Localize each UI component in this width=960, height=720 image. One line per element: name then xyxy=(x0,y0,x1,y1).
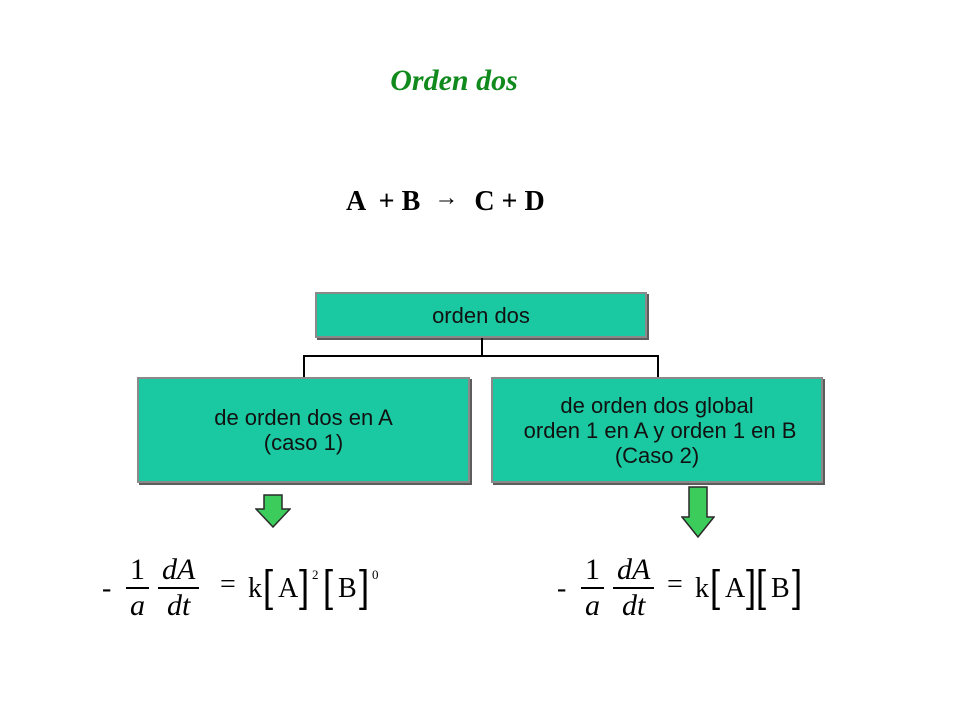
eq1-bracket-open-1: [ xyxy=(262,561,276,615)
eq2-bracket-open-1: [ xyxy=(709,561,723,615)
case2-line3: (Caso 2) xyxy=(614,442,700,468)
reaction-reactants: A + B xyxy=(346,185,421,217)
rate-equation-case2: - 1 a dA dt = k [ A ] [ B ] xyxy=(555,555,855,625)
eq1-fraction-dA-dt: dA dt xyxy=(158,553,200,622)
eq1-equals: = xyxy=(220,569,236,600)
eq1-fraction-1-over-a: 1 a xyxy=(126,555,149,621)
eq1-exponent2: 0 xyxy=(372,567,379,582)
eq1-bracket-close-2: ] xyxy=(356,561,370,615)
eq2-bracket-close-1: ] xyxy=(743,561,757,615)
eq1-frac2-num: dA xyxy=(162,553,196,586)
case2-line2: orden 1 en A y orden 1 en B xyxy=(517,417,797,443)
eq2-species2: B xyxy=(771,573,790,604)
tree-root-label: orden dos xyxy=(432,302,530,328)
eq2-fraction-1-over-a: 1 a xyxy=(581,555,604,621)
page-title: Orden dos xyxy=(390,64,518,97)
eq2-bracket-open-2: [ xyxy=(755,561,769,615)
case1-box: de orden dos en A (caso 1) xyxy=(137,377,470,483)
eq1-bracket-open-2: [ xyxy=(322,561,336,615)
eq2-frac1-num: 1 xyxy=(585,553,600,586)
reaction-products: C + D xyxy=(474,185,545,217)
eq1-frac1-num: 1 xyxy=(130,553,145,586)
eq1-k: k xyxy=(248,573,262,604)
eq2-k: k xyxy=(695,573,709,604)
eq2-fraction-dA-dt: dA dt xyxy=(613,553,655,622)
eq2-equals: = xyxy=(667,569,683,600)
eq1-minus: - xyxy=(102,573,112,604)
connector-right xyxy=(657,355,659,377)
case1-line2: (caso 1) xyxy=(263,430,344,455)
rate-equation-case1: - 1 a dA dt = k [ A ] 2 [ B ] 0 xyxy=(100,555,420,625)
case1-line1: de orden dos en A xyxy=(214,405,393,430)
eq1-species2: B xyxy=(338,573,357,604)
eq1-exponent1: 2 xyxy=(312,567,319,582)
eq1-species1: A xyxy=(278,573,299,604)
eq2-frac2-num: dA xyxy=(617,553,651,586)
connector-vertical-root xyxy=(481,338,483,356)
reaction-arrow-icon: → xyxy=(434,185,459,211)
eq1-frac1-den: a xyxy=(130,588,145,622)
tree-root-box: orden dos xyxy=(315,292,647,338)
eq2-frac2-den: dt xyxy=(621,588,646,622)
case2-line1: de orden dos global xyxy=(560,392,754,418)
eq2-frac1-den: a xyxy=(585,588,600,622)
down-arrow-icon xyxy=(255,494,291,528)
reaction-equation: A + B → C + D xyxy=(346,185,545,218)
eq2-minus: - xyxy=(557,573,567,604)
case2-box: de orden dos global orden 1 en A y orden… xyxy=(491,377,823,483)
eq1-frac2-den: dt xyxy=(166,588,191,622)
eq2-bracket-close-2: ] xyxy=(789,561,803,615)
eq2-species1: A xyxy=(725,573,746,604)
down-arrow-icon xyxy=(681,486,715,538)
connector-left xyxy=(303,355,305,377)
eq1-bracket-close-1: ] xyxy=(296,561,310,615)
connector-horizontal xyxy=(303,355,659,357)
